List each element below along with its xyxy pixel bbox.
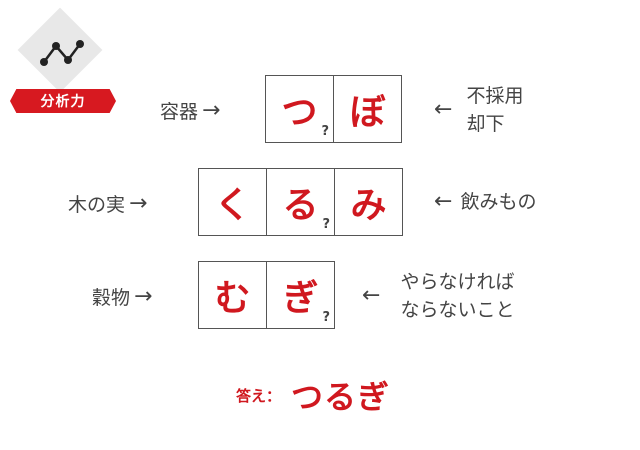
arrow-left-icon: ←: [434, 97, 453, 122]
hint-line: 却下: [466, 113, 505, 135]
hint-line: ならないこと: [400, 299, 515, 321]
letter-cell: ぼ: [333, 76, 401, 142]
letter: む: [214, 278, 251, 319]
arrow-right-icon: →: [134, 283, 153, 309]
hint-line: やらなければ: [400, 271, 515, 293]
hint-line: 不採用: [466, 85, 524, 107]
hint-row-2: ← 飲みもの: [430, 188, 536, 216]
word-box-2: く る ? み: [198, 168, 403, 236]
clue-row-2: 木の実 →: [68, 169, 151, 237]
letter-cell: み: [334, 169, 402, 235]
clue-text: 穀物: [92, 286, 131, 309]
letter-cell: つ ?: [266, 76, 333, 142]
letter: つ: [281, 92, 318, 133]
clue-row-3: 穀物 →: [92, 262, 156, 330]
hint-line: 飲みもの: [460, 191, 537, 213]
letter-cell: む: [199, 262, 266, 328]
question-mark: ?: [322, 217, 330, 232]
hint-row-3: ← やらなければ ならないこと: [358, 268, 514, 324]
letter-cell: く: [199, 169, 266, 235]
letter: み: [350, 185, 387, 226]
clue-row-1: 容器 →: [160, 76, 224, 144]
badge-label: 分析力: [10, 89, 116, 113]
answer-label: 答え：: [236, 386, 282, 405]
arrow-right-icon: →: [202, 97, 221, 123]
arrow-left-icon: ←: [434, 189, 453, 214]
hint-row-1: ← 不採用 却下: [430, 82, 523, 138]
answer-value: つるぎ: [291, 378, 391, 416]
clue-text: 容器: [160, 100, 199, 123]
letter-cell: ぎ ?: [266, 262, 334, 328]
letter: ぼ: [349, 92, 386, 133]
letter: く: [214, 185, 251, 226]
analysis-badge: 分析力: [8, 7, 118, 113]
word-box-1: つ ? ぼ: [265, 75, 402, 143]
arrow-left-icon: ←: [362, 283, 381, 308]
question-mark: ?: [321, 124, 329, 139]
word-box-3: む ぎ ?: [198, 261, 335, 329]
question-mark: ?: [322, 310, 330, 325]
letter: ぎ: [282, 278, 319, 319]
letter-cell: る ?: [266, 169, 334, 235]
answer: 答え： つるぎ: [236, 372, 390, 418]
arrow-right-icon: →: [129, 190, 148, 216]
letter: る: [282, 185, 319, 226]
clue-text: 木の実: [68, 193, 126, 216]
line-chart-icon: [40, 40, 84, 66]
